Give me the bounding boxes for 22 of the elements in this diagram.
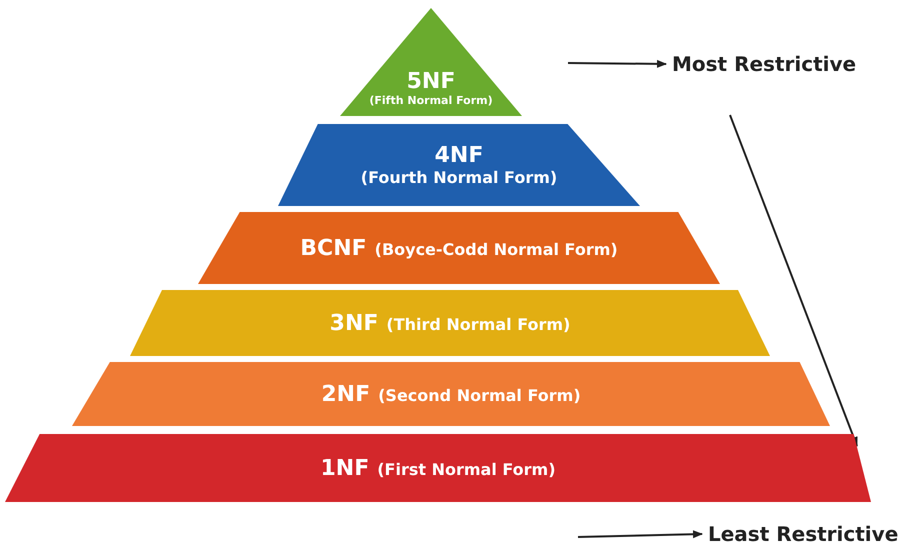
form-name: (Fifth Normal Form) — [369, 94, 493, 107]
pyramid-tier — [72, 362, 830, 426]
form-name: (Third Normal Form) — [386, 314, 570, 334]
scale-label: Least Restrictive — [708, 522, 898, 546]
form-name: (Second Normal Form) — [378, 386, 581, 404]
pyramid-tier — [5, 434, 871, 502]
form-name: (Boyce-Codd Normal Form) — [374, 240, 618, 258]
form-abbreviation: BCNF — [300, 236, 367, 260]
arrow — [568, 60, 667, 68]
arrow — [578, 530, 703, 538]
pyramid-tier — [340, 8, 522, 116]
scale-label: Most Restrictive — [672, 52, 856, 76]
form-name: (Fourth Normal Form) — [360, 168, 558, 187]
form-abbreviation: 3NF — [330, 310, 378, 336]
form-abbreviation: 2NF — [321, 382, 370, 406]
pyramid-tier — [198, 212, 720, 284]
form-abbreviation: 5NF — [406, 69, 456, 94]
pyramid-tier — [130, 290, 770, 356]
pyramid-tier — [278, 124, 640, 206]
form-abbreviation: 1NF — [320, 456, 370, 480]
form-name: (First Normal Form) — [377, 460, 556, 478]
form-abbreviation: 4NF — [434, 143, 484, 168]
